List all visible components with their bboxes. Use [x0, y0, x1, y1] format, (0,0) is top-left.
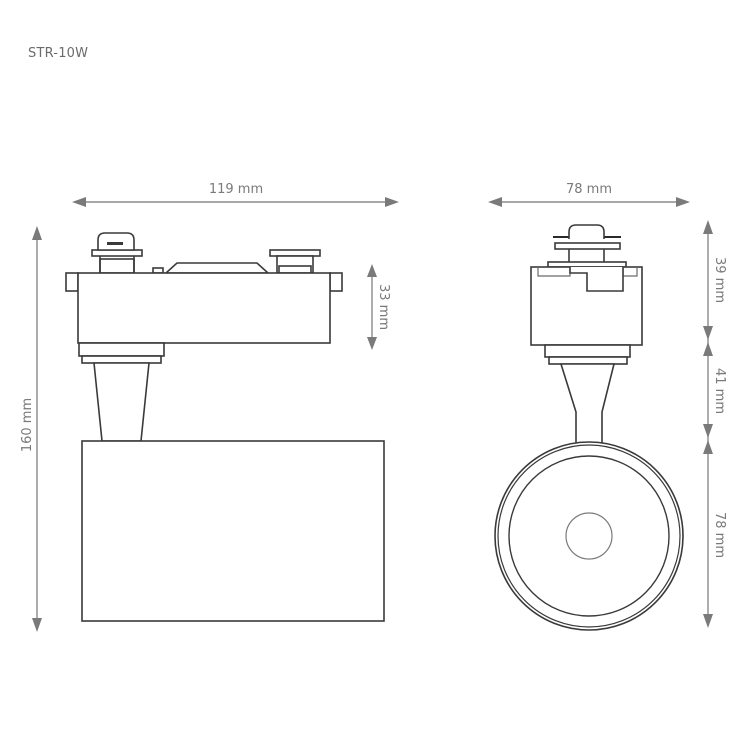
side-adapter-body	[77, 272, 331, 344]
side-collar-top	[78, 342, 165, 357]
side-raised-plate	[163, 262, 271, 274]
front-width-label: 78 mm	[566, 182, 612, 197]
side-width-dimension: 119 mm	[72, 182, 399, 207]
side-height-label: 160 mm	[20, 398, 35, 452]
front-neck	[559, 363, 616, 444]
front-adapter-latch	[569, 267, 624, 292]
front-collar-bottom	[548, 356, 628, 365]
segment-label-neck: 41 mm	[712, 368, 727, 414]
front-height-dimensions: 39 mm 41 mm 78 mm	[703, 220, 727, 628]
side-adapter-right-ear	[329, 272, 343, 292]
adapter-height-label: 33 mm	[376, 284, 391, 330]
side-neck	[93, 362, 150, 442]
side-height-dimension: 160 mm	[20, 226, 42, 632]
front-led-lens-icon	[565, 512, 613, 560]
side-right-connector	[269, 249, 321, 274]
front-view: 78 mm 39 mm 41 mm 78 mm	[488, 182, 727, 631]
front-head-reflector-ring	[508, 455, 670, 617]
side-view: 119 mm 160 mm 33 mm	[20, 182, 399, 632]
segment-label-adapter: 39 mm	[712, 257, 727, 303]
connector-slot-icon	[107, 242, 123, 245]
side-width-label: 119 mm	[209, 182, 263, 197]
side-adapter-left-ear	[65, 272, 79, 292]
adapter-height-dimension: 33 mm	[367, 264, 391, 350]
front-collar-top	[544, 344, 631, 358]
side-collar-bottom	[81, 355, 162, 364]
side-left-connector	[91, 232, 143, 274]
front-top-connector	[547, 224, 627, 268]
front-head-outer-ring-inner	[497, 444, 681, 628]
side-head	[81, 440, 385, 622]
product-title: STR-10W	[28, 46, 89, 61]
front-head-outer-ring	[494, 441, 684, 631]
segment-label-head: 78 mm	[712, 512, 727, 558]
front-width-dimension: 78 mm	[488, 182, 690, 207]
